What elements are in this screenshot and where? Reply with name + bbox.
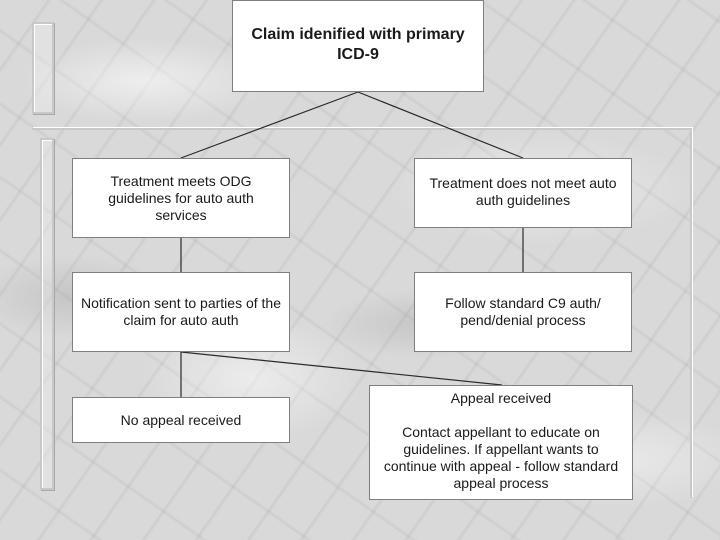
decorative-bar-side [40, 138, 54, 490]
no-appeal-text: No appeal received [120, 412, 242, 428]
appeal-body: Contact appellant to educate on guidelin… [383, 424, 619, 491]
root-line-1: Claim idenified with primary [251, 26, 465, 43]
no-appeal-node: No appeal received [72, 397, 290, 443]
appeal-title: Appeal received [450, 390, 552, 406]
standard-process-text: Follow standard C9 auth/ pend/denial pro… [445, 295, 601, 328]
connector-root-to-not-meet [357, 91, 524, 159]
notification-node: Notification sent to parties of the clai… [72, 272, 290, 352]
notification-text: Notification sent to parties of the clai… [81, 295, 281, 328]
decorative-bar-top [32, 22, 54, 114]
not-meet-guidelines-text: Treatment does not meet auto auth guidel… [429, 175, 617, 208]
connector-notify-to-appeal [180, 351, 503, 386]
standard-process-node: Follow standard C9 auth/ pend/denial pro… [414, 272, 632, 352]
decorative-frame [32, 128, 692, 498]
root-line-2: ICD-9 [337, 46, 379, 63]
meets-guidelines-node: Treatment meets ODG guidelines for auto … [72, 158, 290, 238]
appeal-received-node: Appeal received Contact appellant to edu… [369, 385, 633, 500]
not-meet-guidelines-node: Treatment does not meet auto auth guidel… [414, 158, 632, 228]
meets-guidelines-text: Treatment meets ODG guidelines for auto … [108, 173, 254, 223]
connector-root-to-meets [180, 91, 359, 159]
root-node: Claim idenified with primary ICD-9 [232, 0, 484, 92]
